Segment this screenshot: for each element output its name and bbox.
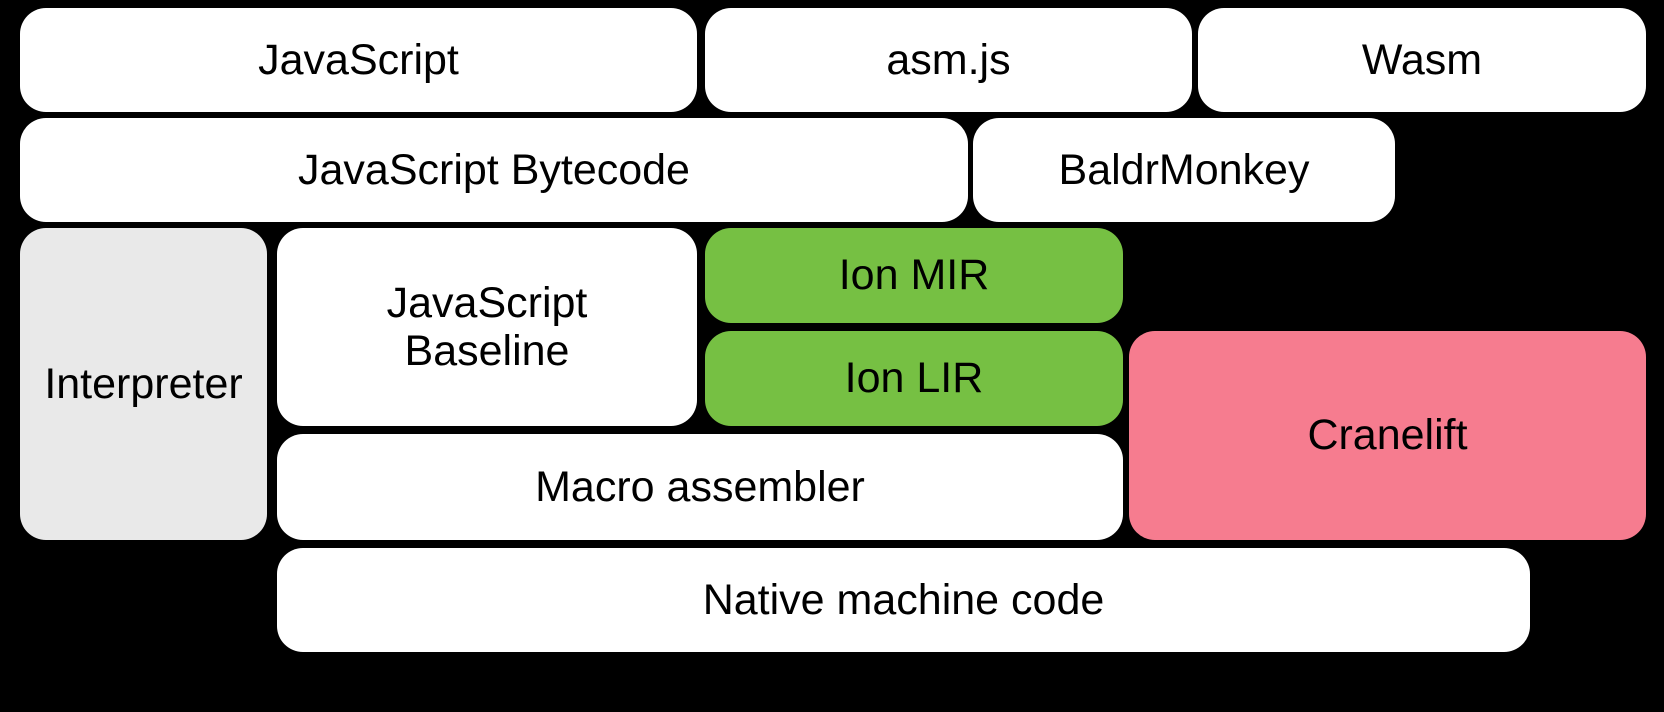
node-javascript-baseline[interactable]: JavaScript Baseline <box>277 228 697 426</box>
node-ion-mir[interactable]: Ion MIR <box>705 228 1123 323</box>
node-javascript[interactable]: JavaScript <box>20 8 697 112</box>
node-baldrmonkey[interactable]: BaldrMonkey <box>973 118 1395 222</box>
node-wasm[interactable]: Wasm <box>1198 8 1646 112</box>
node-asmjs[interactable]: asm.js <box>705 8 1192 112</box>
node-interpreter[interactable]: Interpreter <box>20 228 267 540</box>
node-macro-assembler[interactable]: Macro assembler <box>277 434 1123 540</box>
node-native-machine-code[interactable]: Native machine code <box>277 548 1530 652</box>
node-cranelift[interactable]: Cranelift <box>1129 331 1646 540</box>
node-ion-lir[interactable]: Ion LIR <box>705 331 1123 426</box>
node-javascript-bytecode[interactable]: JavaScript Bytecode <box>20 118 968 222</box>
